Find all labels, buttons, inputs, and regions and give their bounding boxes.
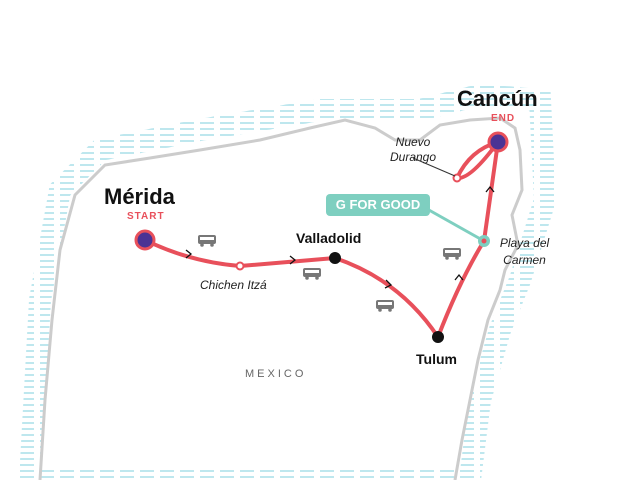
bus-icons: [198, 235, 461, 312]
start-city-label: Mérida: [104, 184, 175, 209]
bus-icon: [303, 268, 321, 280]
start-marker[interactable]: [134, 229, 156, 251]
end-marker[interactable]: [487, 131, 509, 153]
playa-del-carmen-dot: [481, 238, 487, 244]
arrow-icon: [454, 273, 464, 281]
g-for-good-connector: [419, 203, 485, 243]
tulum-marker[interactable]: [432, 331, 444, 343]
end-tag: END: [491, 113, 516, 124]
valladolid-marker[interactable]: [329, 252, 341, 264]
bus-icon: [376, 300, 394, 312]
arrow-icon: [384, 279, 393, 289]
chichen-itza-label: Chichen Itzá: [200, 278, 267, 292]
chichen-itza-marker[interactable]: [235, 261, 245, 271]
valladolid-label: Valladolid: [296, 230, 362, 246]
water-hatching: [18, 83, 557, 480]
bus-icon: [443, 248, 461, 260]
arrow-icon: [289, 255, 297, 265]
nuevo-durango-leader: [412, 157, 456, 177]
playa-del-carmen-label: Playa del Carmen: [499, 236, 550, 267]
end-city-label: Cancún: [457, 86, 538, 111]
coastline: [38, 116, 524, 480]
start-tag: START: [127, 211, 165, 222]
bus-icon: [198, 235, 216, 247]
arrow-icon: [185, 249, 193, 259]
country-label: MEXICO: [245, 368, 307, 380]
arrow-icon: [485, 185, 495, 193]
direction-arrows: [185, 185, 495, 289]
tulum-label: Tulum: [416, 351, 457, 367]
g-for-good-badge[interactable]: G FOR GOOD: [326, 194, 430, 216]
nuevo-durango-marker[interactable]: [452, 173, 462, 183]
nuevo-durango-label: Nuevo Durango: [389, 135, 437, 164]
